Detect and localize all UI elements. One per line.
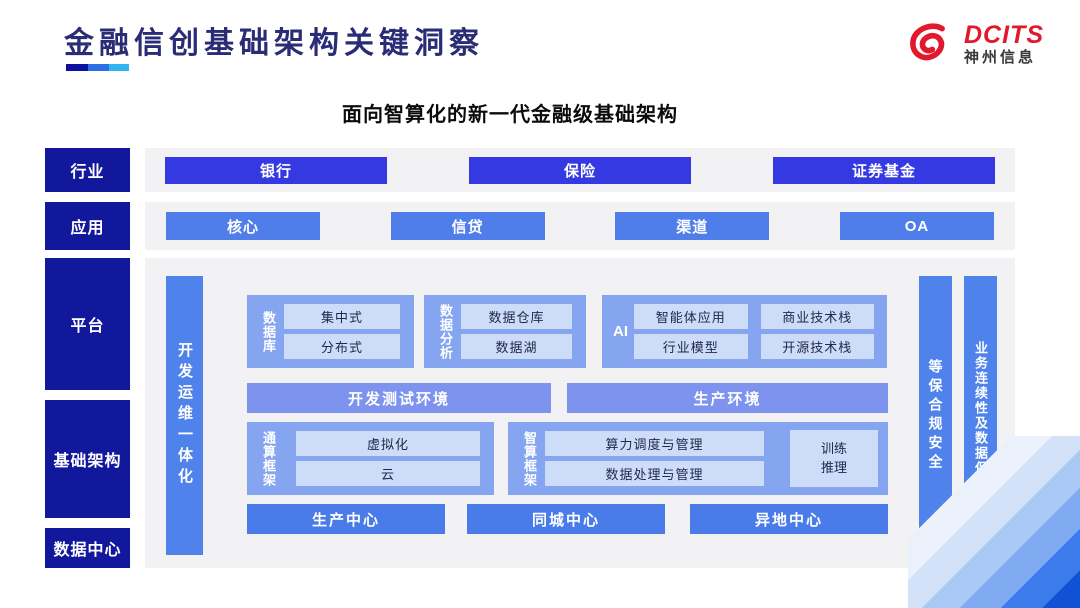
app-box-core: 核心 xyxy=(166,212,320,240)
section-database-items: 集中式 分布式 xyxy=(284,304,414,359)
general-compute-virtualization: 虚拟化 xyxy=(296,431,480,456)
logo-company: 神州信息 xyxy=(964,49,1037,67)
ai-item-agent-app: 智能体应用 xyxy=(634,304,748,329)
section-analytics-items: 数据仓库 数据湖 xyxy=(461,304,586,359)
dcits-swirl-icon xyxy=(910,23,945,61)
section-general-compute-label: 通算框架 xyxy=(261,430,276,487)
industry-box-bank: 银行 xyxy=(165,156,387,184)
general-compute-cloud: 云 xyxy=(296,461,480,486)
application-row: 核心 信贷 渠道 OA xyxy=(145,202,1015,250)
database-item-distributed: 分布式 xyxy=(284,334,400,359)
underline-segment-light xyxy=(109,64,129,71)
underline-segment-mid xyxy=(88,64,109,71)
dcits-logo: DCITS 神州信息 xyxy=(904,18,1044,70)
section-intelligent-compute: 智算框架 算力调度与管理 数据处理与管理 训练推理 xyxy=(508,422,888,495)
section-intelligent-compute-label: 智算框架 xyxy=(522,430,537,487)
center-production: 生产中心 xyxy=(247,504,445,534)
section-ai: AI 智能体应用 商业技术栈 行业模型 开源技术栈 xyxy=(602,295,887,368)
analytics-item-warehouse: 数据仓库 xyxy=(461,304,572,329)
layer-label-platform: 平台 xyxy=(45,258,130,390)
diagram-subtitle: 面向智算化的新一代金融级基础架构 xyxy=(342,104,678,126)
app-box-channel: 渠道 xyxy=(615,212,770,240)
database-item-centralized: 集中式 xyxy=(284,304,400,329)
logo-brand: DCITS xyxy=(964,21,1044,49)
section-ai-items: 智能体应用 商业技术栈 行业模型 开源技术栈 xyxy=(634,304,887,359)
intelligent-compute-train-infer: 训练推理 xyxy=(790,430,878,487)
section-intelligent-compute-items: 算力调度与管理 数据处理与管理 xyxy=(545,431,778,486)
app-box-credit: 信贷 xyxy=(390,212,545,240)
ai-item-opensource-stack: 开源技术栈 xyxy=(760,334,874,359)
production-environment: 生产环境 xyxy=(567,383,888,413)
platform-panel: 开发运维一体化 数据库 集中式 分布式 数据分析 数据仓库 数据湖 AI 智能体… xyxy=(145,258,1015,568)
industry-box-insurance: 保险 xyxy=(469,156,691,184)
analytics-item-lake: 数据湖 xyxy=(461,334,572,359)
logo-text: DCITS 神州信息 xyxy=(964,22,1044,66)
devops-bar: 开发运维一体化 xyxy=(166,276,203,555)
underline-segment-dark xyxy=(66,64,88,71)
center-remote: 异地中心 xyxy=(690,504,888,534)
section-database: 数据库 集中式 分布式 xyxy=(247,295,414,368)
layer-label-datacenter: 数据中心 xyxy=(45,528,130,568)
corner-stripes-decoration xyxy=(908,436,1080,608)
dev-test-environment: 开发测试环境 xyxy=(247,383,551,413)
ai-item-commercial-stack: 商业技术栈 xyxy=(760,304,874,329)
section-general-compute: 通算框架 虚拟化 云 xyxy=(247,422,494,495)
title-underline xyxy=(66,64,129,71)
section-analytics-label: 数据分析 xyxy=(438,303,453,360)
intelligent-compute-data-mgmt: 数据处理与管理 xyxy=(545,461,764,486)
industry-box-securities: 证券基金 xyxy=(773,156,995,184)
intelligent-compute-train-infer-label: 训练推理 xyxy=(820,440,847,475)
industry-row: 银行 保险 证券基金 xyxy=(145,148,1015,192)
layer-label-industry: 行业 xyxy=(45,148,130,192)
section-ai-label: AI xyxy=(613,323,628,340)
section-database-label: 数据库 xyxy=(261,310,276,353)
ai-item-industry-model: 行业模型 xyxy=(634,334,748,359)
intelligent-compute-scheduling: 算力调度与管理 xyxy=(545,431,764,456)
app-box-oa: OA xyxy=(839,212,994,240)
center-same-city: 同城中心 xyxy=(467,504,665,534)
layer-label-infrastructure: 基础架构 xyxy=(45,400,130,518)
page-title: 金融信创基础架构关键洞察 xyxy=(64,27,484,60)
section-general-compute-items: 虚拟化 云 xyxy=(284,431,494,486)
section-analytics: 数据分析 数据仓库 数据湖 xyxy=(424,295,586,368)
layer-label-application: 应用 xyxy=(45,202,130,250)
